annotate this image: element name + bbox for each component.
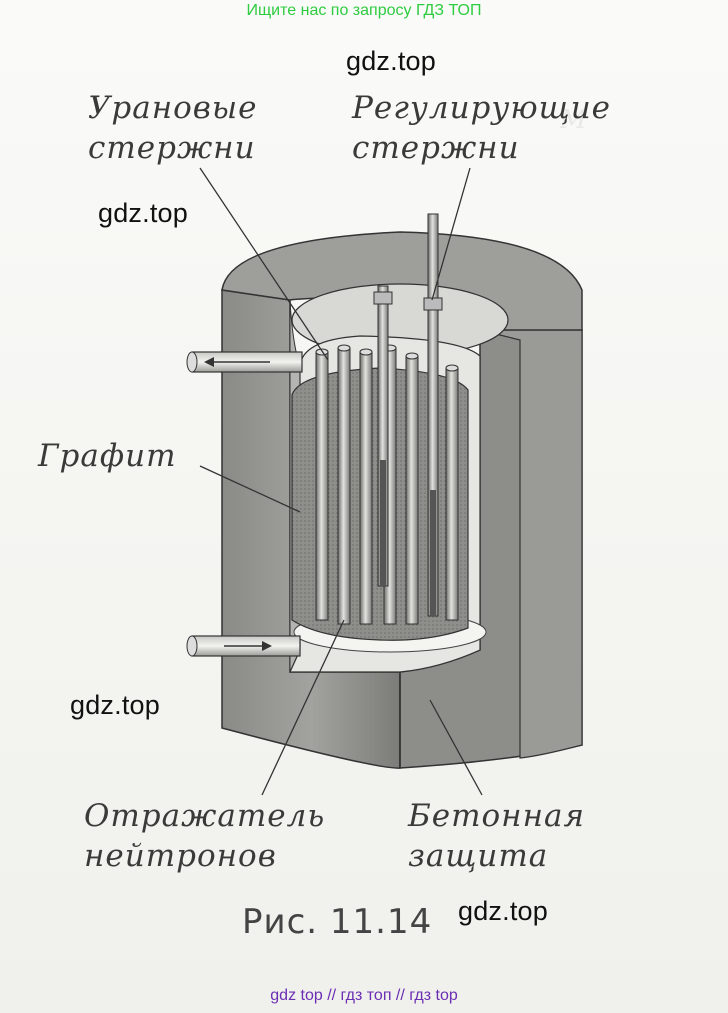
label-reflector: Отражатель нейтронов [84, 798, 326, 874]
uranium-rods [315, 344, 459, 625]
watermark: gdz.top [458, 896, 548, 926]
watermark: gdz.top [70, 690, 160, 720]
watermark: gdz.top [346, 46, 436, 76]
leader-lines [199, 167, 483, 796]
label-concrete: Бетонная защита [408, 798, 586, 874]
label-control-rods: Регулирующие стержни [352, 90, 612, 166]
search-banner[interactable]: Ищите нас по запросу ГДЗ ТОП [246, 2, 482, 19]
coolant-outlet-pipe [186, 351, 303, 373]
label-graphite: Графит [38, 438, 177, 474]
label-uranium-rods: Урановые стержни [88, 90, 258, 166]
bleed-through-text: М [560, 105, 587, 135]
footer-links[interactable]: gdz top // гдз топ // гдз top [270, 987, 458, 1004]
control-rods [373, 213, 443, 617]
figure-caption: Рис. 11.14 [242, 902, 433, 942]
watermark: gdz.top [98, 198, 188, 228]
coolant-inlet-pipe [186, 635, 301, 657]
